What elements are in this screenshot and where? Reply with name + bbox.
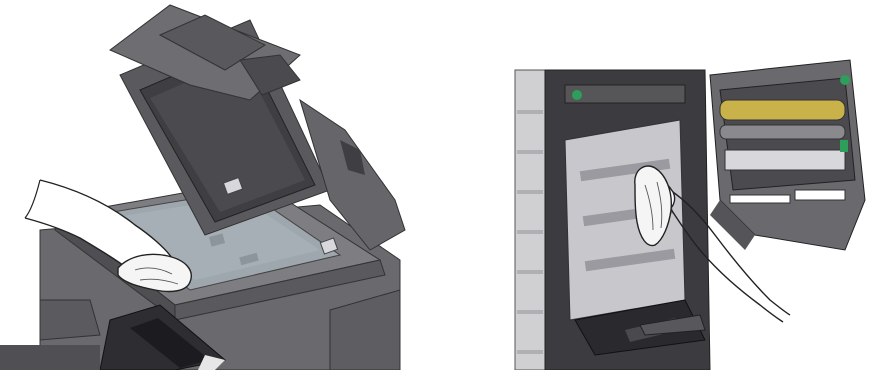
right-panel-interior-cleaning bbox=[505, 0, 870, 370]
green-lever-right bbox=[840, 75, 850, 85]
fuser-roller bbox=[720, 100, 845, 120]
top-roller bbox=[565, 85, 685, 103]
copier-scanner-drawing bbox=[0, 0, 440, 370]
green-lever-left bbox=[572, 90, 582, 100]
copier-interior-drawing bbox=[505, 0, 870, 370]
left-panel-platen-cleaning bbox=[0, 0, 440, 370]
machine-side-panel bbox=[515, 70, 545, 370]
